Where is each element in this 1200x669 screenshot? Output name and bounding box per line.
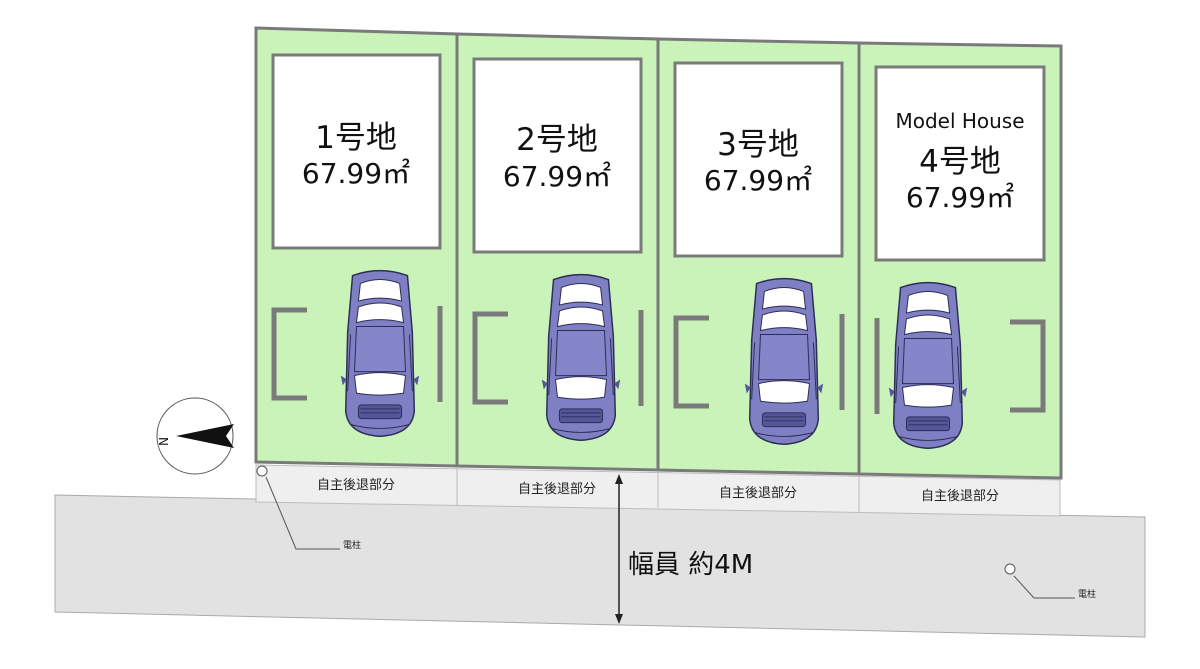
utility-pole-label-1: 電柱 (343, 539, 361, 551)
utility-pole-2 (1004, 563, 1075, 599)
building-2 (472, 57, 643, 254)
building-1 (271, 53, 442, 250)
lot-4-name: 4号地 (919, 144, 1001, 180)
parking-marks-2 (472, 310, 644, 406)
lot-1-name: 1号地 (315, 120, 397, 156)
lot-4-area: 67.99㎡ (906, 181, 1014, 214)
car-1 (340, 269, 420, 438)
setback-label-4: 自主後退部分 (921, 489, 999, 504)
road (54, 494, 1146, 638)
car-3 (744, 277, 824, 446)
lot-1-area: 67.99㎡ (302, 157, 410, 190)
road-width-label: 幅員 約4M (628, 550, 753, 580)
setback-label-3: 自主後退部分 (719, 486, 797, 501)
lot-2-name: 2号地 (516, 122, 598, 158)
compass-icon: N (156, 397, 234, 475)
lot-3-name: 3号地 (717, 127, 799, 163)
utility-pole-1 (256, 465, 340, 550)
car-4 (888, 281, 968, 450)
lot-3-area: 67.99㎡ (704, 164, 812, 197)
road-width-arrow (615, 474, 623, 624)
utility-pole-label-2: 電柱 (1078, 588, 1096, 600)
setback-label-2: 自主後退部分 (518, 482, 596, 497)
parking-marks-1 (271, 306, 443, 402)
building-4 (874, 65, 1046, 262)
building-3 (673, 61, 844, 258)
parking-marks-3 (673, 314, 845, 410)
lot-4-extra: Model House (895, 109, 1024, 133)
svg-text:N: N (156, 437, 170, 446)
parking-marks-4 (874, 318, 1046, 414)
car-2 (541, 273, 621, 442)
setback-label-1: 自主後退部分 (317, 478, 395, 493)
lot-2-area: 67.99㎡ (503, 160, 611, 193)
